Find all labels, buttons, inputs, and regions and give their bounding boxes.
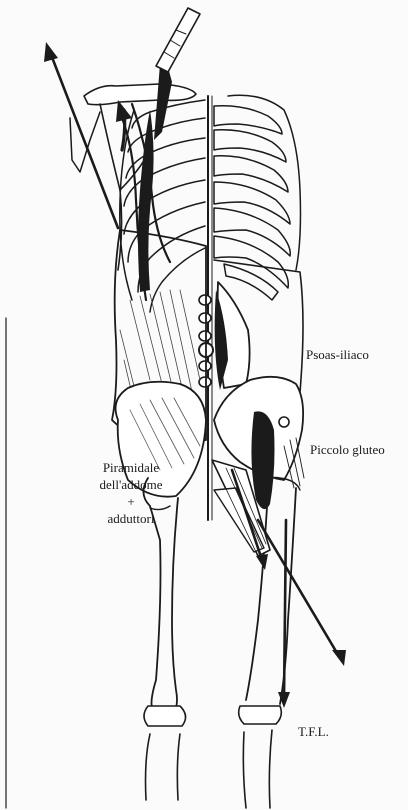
rib-cage-left [120, 100, 205, 312]
label-piccolo-gluteo: Piccolo gluteo [310, 441, 385, 458]
humerus-strap [156, 8, 200, 72]
rib-cage-right [214, 95, 301, 300]
label-dell-addome: dell'addome [76, 476, 186, 493]
label-piramidale: Piramidale [76, 459, 186, 476]
label-piramidale-group: Piramidale dell'addome + adduttori [76, 459, 186, 527]
label-tfl: T.F.L. [298, 723, 329, 740]
label-plus: + [76, 493, 186, 510]
label-psoas-iliaco: Psoas-iliaco [306, 346, 369, 363]
label-adduttori: adduttori [76, 510, 186, 527]
